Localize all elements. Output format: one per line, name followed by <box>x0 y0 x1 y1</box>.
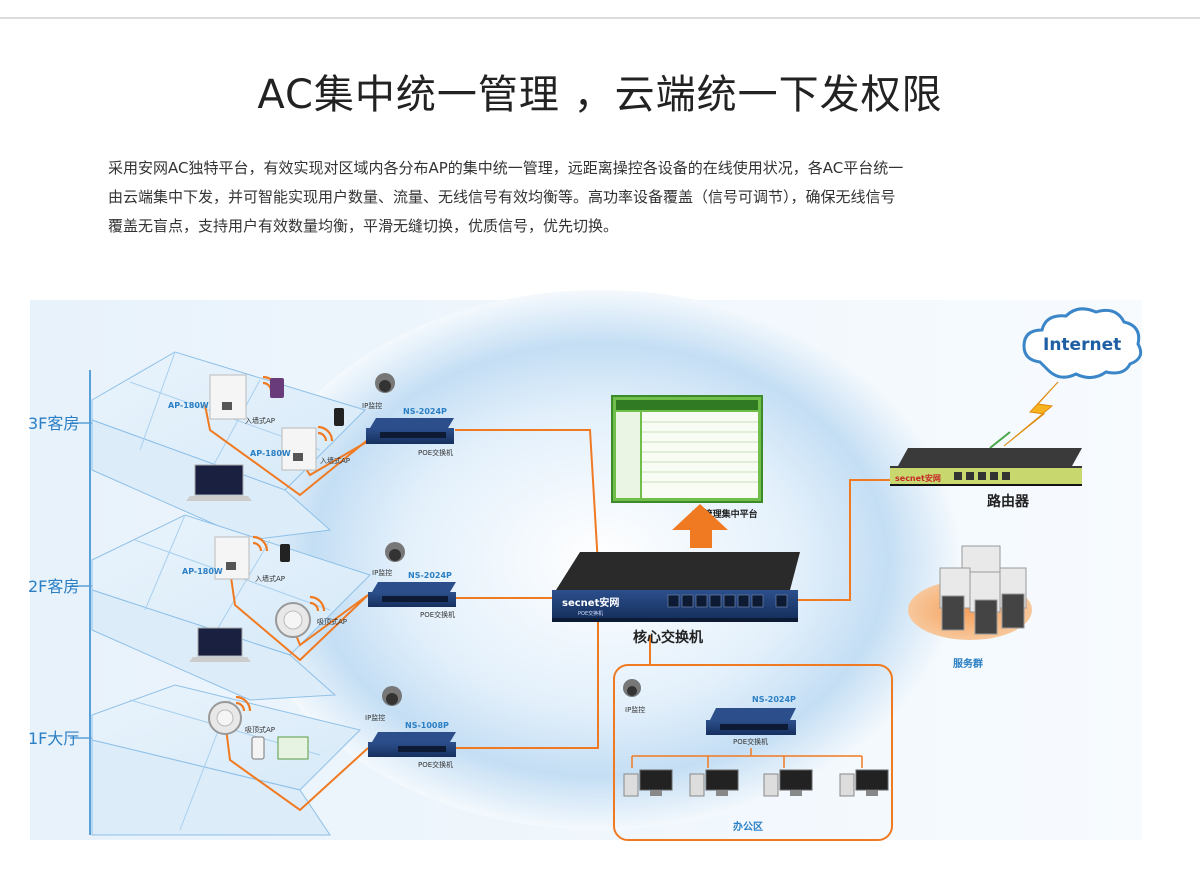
core-switch-label: 核心交换机 <box>633 629 703 646</box>
switch-model: NS-2024P <box>752 695 796 704</box>
phone-icon <box>251 736 265 760</box>
ip-camera-icon <box>623 679 641 697</box>
wall-ap-device <box>281 427 317 471</box>
internet-cloud-icon <box>1022 307 1143 379</box>
ip-camera-icon <box>385 542 405 562</box>
poe-switch-3f: NS-2024P POE交换机 <box>366 407 454 457</box>
ap-type-label: 入墙式AP <box>255 574 285 583</box>
switch-model: NS-2024P <box>403 407 447 416</box>
ap-label: AP-180W <box>168 401 209 410</box>
switch-type: POE交换机 <box>418 448 453 457</box>
wireless-link <box>989 431 1011 449</box>
ip-camera-label: IP监控 <box>362 401 382 410</box>
server-cluster-icon <box>939 545 1027 635</box>
office-switch: NS-2024P POE交换机 <box>706 695 796 746</box>
laptop-icon <box>189 627 251 662</box>
top-divider <box>0 17 1200 19</box>
up-arrow-icon <box>672 504 728 548</box>
office-computer-icon <box>763 769 813 797</box>
laptop-icon <box>186 464 252 501</box>
network-diagram: 3F客房 2F客房 1F大厅 <box>28 290 1143 841</box>
office-area-label: 办公区 <box>733 820 763 833</box>
ip-camera-label: IP监控 <box>625 705 645 714</box>
description-line: 由云端集中下发，并可智能实现用户数量、流量、无线信号有效均衡等。高功率设备覆盖（… <box>108 188 896 206</box>
poe-switch-1f: NS-1008P POE交换机 <box>368 721 456 769</box>
switch-type: POE交换机 <box>418 760 453 769</box>
ip-camera-label: IP监控 <box>372 568 392 577</box>
floor-1-plane <box>91 684 361 836</box>
ac-platform-screen <box>611 395 763 503</box>
core-switch: secnet安网 POE交换机 <box>552 552 800 622</box>
ap-label: AP-180W <box>250 449 291 458</box>
ap-type-label: 入墙式AP <box>245 416 275 425</box>
office-computer-icon <box>689 769 739 797</box>
floor-label-1f: 1F大厅 <box>28 729 79 748</box>
description-line: 采用安网AC独特平台，有效实现对区域内各分布AP的集中统一管理，远距离操控各设备… <box>108 159 904 177</box>
ceiling-ap-device <box>275 602 311 638</box>
switch-model: NS-1008P <box>405 721 449 730</box>
ap-label: AP-180W <box>182 567 223 576</box>
switch-type: POE交换机 <box>420 610 455 619</box>
ceiling-ap-device <box>208 701 242 735</box>
phone-icon <box>280 544 290 562</box>
switch-model: NS-2024P <box>408 571 452 580</box>
core-sub: POE交换机 <box>578 610 603 617</box>
internet-label: Internet <box>1043 335 1121 355</box>
lightning-icon <box>1003 381 1059 447</box>
page-title: AC集中统一管理 ，云端统一下发权限 <box>257 72 943 118</box>
monitor-icon <box>277 736 309 760</box>
wall-ap-device <box>209 374 247 420</box>
ip-camera-icon <box>382 686 402 706</box>
office-computer-icon <box>839 769 889 797</box>
server-group-label: 服务群 <box>953 657 983 670</box>
router-device: secnet安网 <box>890 448 1082 486</box>
office-branch-lines <box>631 748 863 768</box>
tablet-icon <box>270 378 284 398</box>
description: 采用安网AC独特平台，有效实现对区域内各分布AP的集中统一管理，远距离操控各设备… <box>108 154 1098 241</box>
poe-switch-2f: NS-2024P POE交换机 <box>368 571 456 619</box>
core-brand: secnet安网 <box>562 596 619 609</box>
wall-ap-device <box>214 536 250 580</box>
ap-type-label: 吸顶式AP <box>317 617 347 626</box>
router-label: 路由器 <box>987 493 1030 510</box>
router-brand: secnet安网 <box>895 473 941 483</box>
ap-type-label: 吸顶式AP <box>245 725 275 734</box>
ip-camera-icon <box>375 373 395 393</box>
office-computer-icon <box>623 769 673 797</box>
description-line: 覆盖无盲点，支持用户有效数量均衡，平滑无缝切换，优质信号，优先切换。 <box>108 217 619 235</box>
phone-icon <box>334 408 344 426</box>
ip-camera-label: IP监控 <box>365 713 385 722</box>
switch-type: POE交换机 <box>733 737 768 746</box>
floor-label-3f: 3F客房 <box>28 414 79 433</box>
ap-type-label: 入墙式AP <box>320 456 350 465</box>
floor-label-2f: 2F客房 <box>28 577 79 596</box>
